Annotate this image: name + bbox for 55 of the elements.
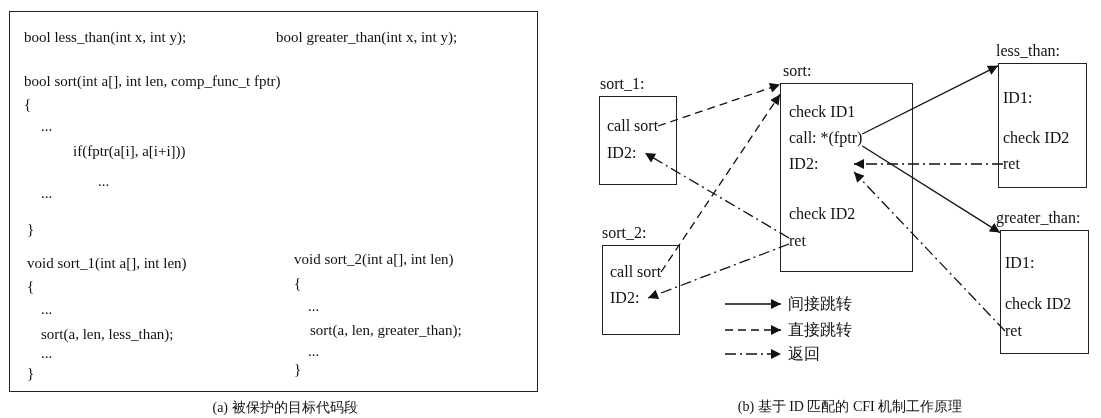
instruction-text: ID2: <box>610 288 648 308</box>
code-line: void sort_2(int a[], int len) <box>294 250 454 268</box>
code-line: ... <box>308 342 320 360</box>
code-line: { <box>27 277 35 295</box>
function-label: sort: <box>783 61 812 81</box>
function-label: sort_1: <box>600 74 645 94</box>
instruction-text: call: *(fptr) <box>789 128 863 148</box>
code-line: } <box>294 360 302 378</box>
instruction-text: ret <box>1003 154 1020 174</box>
instruction-text: check ID2 <box>789 204 856 224</box>
instruction-text: ID2: <box>789 154 854 174</box>
code-line: { <box>294 274 302 292</box>
code-line: { <box>24 95 32 113</box>
code-line: ... <box>308 297 320 315</box>
code-line: bool greater_than(int x, int y); <box>276 28 458 46</box>
dash-dot-arrow <box>644 152 790 239</box>
instruction-text: ID1: <box>1003 88 1033 108</box>
code-line: void sort_1(int a[], int len) <box>27 254 187 272</box>
figure-caption: (a) 被保护的目标代码段 <box>212 399 358 417</box>
legend-text: 直接跳转 <box>788 320 852 340</box>
instruction-text: call sort <box>607 116 659 136</box>
code-line: ... <box>41 300 53 318</box>
instruction-text: ret <box>1005 321 1022 341</box>
instruction-text: ID2: <box>607 143 645 163</box>
code-panel <box>9 11 538 392</box>
code-line: } <box>27 364 35 382</box>
instruction-text: check ID1 <box>789 102 856 122</box>
dashed-arrow <box>657 83 781 127</box>
function-label: greater_than: <box>996 208 1081 228</box>
code-line: bool less_than(int x, int y); <box>24 28 187 46</box>
instruction-text: ret <box>789 231 806 251</box>
code-line: ... <box>98 172 110 190</box>
arrow <box>861 65 999 135</box>
function-label: sort_2: <box>602 223 647 243</box>
arrow <box>861 145 1001 234</box>
code-line: if(fptr(a[i], a[i+i])) <box>73 142 186 160</box>
figure-caption: (b) 基于 ID 匹配的 CFI 机制工作原理 <box>737 398 963 416</box>
dashed-arrow <box>660 93 781 273</box>
instruction-text: ID1: <box>1005 253 1035 273</box>
instruction-text: call sort <box>610 262 662 282</box>
legend-text: 间接跳转 <box>788 294 852 314</box>
code-line: sort(a, len, greater_than); <box>310 321 462 339</box>
code-line: } <box>27 220 35 238</box>
code-line: ... <box>41 117 53 135</box>
dash-dot-arrow <box>853 159 1004 169</box>
code-line: sort(a, len, less_than); <box>41 325 174 343</box>
instruction-text: check ID2 <box>1003 128 1070 148</box>
legend-text: 返回 <box>788 344 820 364</box>
code-line: ... <box>41 344 53 362</box>
code-line: bool sort(int a[], int len, comp_func_t fptr) <box>24 72 281 90</box>
dash-dot-arrow <box>853 171 1006 332</box>
instruction-text: check ID2 <box>1005 294 1072 314</box>
code-line: ... <box>41 184 53 202</box>
function-label: less_than: <box>996 41 1060 61</box>
dash-dot-arrow <box>647 243 790 300</box>
